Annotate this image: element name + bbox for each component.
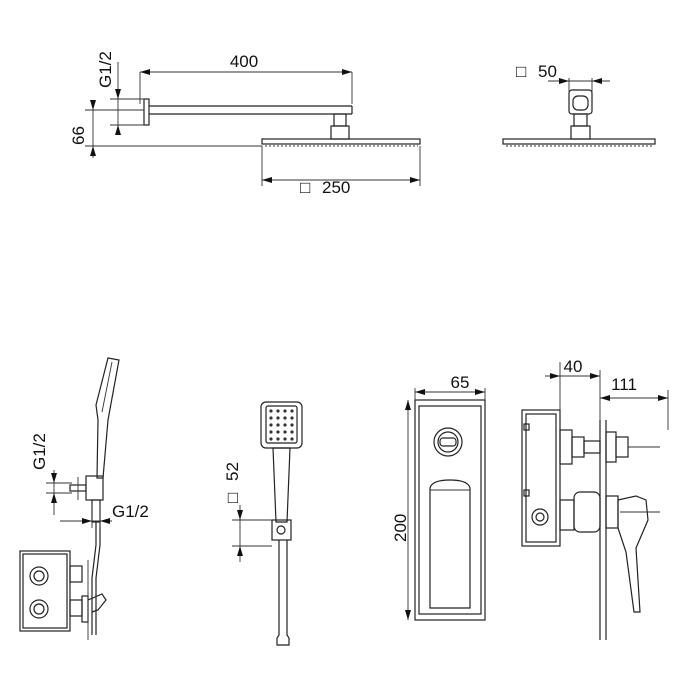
shower-head-plate (261, 138, 421, 145)
hand-shower-grip (272, 447, 291, 523)
spray-nozzle (276, 409, 280, 413)
spray-nozzle (269, 423, 273, 427)
valve-port-top (29, 566, 49, 586)
head-connector (333, 113, 347, 127)
spray-nozzle (269, 437, 273, 441)
dimension-handshower-head: 52 (223, 462, 242, 481)
spray-nozzle (283, 416, 287, 420)
mixer-plate-front-view: 65 200 (391, 373, 486, 621)
hand-shower-side-view: G1/2 G1/2 (19, 357, 149, 640)
spray-nozzle (283, 409, 287, 413)
dimension-inlet-thread-top: G1/2 (96, 51, 115, 88)
dimension-depth-body: 40 (564, 357, 583, 376)
cover-plate (414, 399, 486, 621)
spray-nozzle (290, 409, 294, 413)
spray-nozzle (276, 416, 280, 420)
spray-nozzle (269, 416, 273, 420)
dimension-bracket-size: 50 (538, 62, 557, 81)
spray-nozzle (283, 437, 287, 441)
hand-shower-wall-holder (271, 519, 292, 541)
overhead-shower-side-view: 400 G1/2 66 □ 250 (69, 51, 421, 197)
spray-nozzle (269, 409, 273, 413)
spray-nozzles (269, 409, 294, 441)
spray-nozzle (283, 423, 287, 427)
dimension-depth-total: 111 (611, 375, 637, 394)
dimension-handshower-head-prefix: □ (223, 493, 242, 503)
spray-nozzle (290, 416, 294, 420)
hose (276, 540, 290, 646)
mixer-lever (429, 479, 471, 609)
spray-nozzle (276, 423, 280, 427)
dimension-head-size-prefix: □ (300, 178, 310, 197)
dimension-plate-width: 65 (451, 373, 470, 392)
spray-nozzle (276, 430, 280, 434)
spray-nozzle (290, 430, 294, 434)
overhead-shower-front-view: □ 50 (502, 62, 656, 147)
dimension-hand-thread-lower: G1/2 (112, 502, 149, 521)
spray-nozzle (290, 423, 294, 427)
spray-nozzle (269, 430, 273, 434)
valve-port-bottom (29, 599, 49, 619)
spray-nozzle (290, 437, 294, 441)
dimension-head-size: 250 (322, 178, 350, 197)
dimension-arm-offset: 66 (69, 126, 88, 145)
dimension-bracket-size-prefix: □ (516, 62, 526, 81)
mixer-lever-side (617, 495, 649, 613)
spray-nozzle (276, 437, 280, 441)
hand-shower-holder (85, 475, 104, 501)
diverter-knob (433, 427, 463, 457)
hand-shower-handle (95, 357, 120, 479)
mixer-body (521, 409, 561, 547)
dimension-plate-height: 200 (391, 514, 410, 542)
valve-box (19, 550, 71, 632)
wall-flange (143, 98, 150, 126)
dimension-hand-thread-upper: G1/2 (30, 433, 49, 470)
shower-head-plate-front (502, 138, 656, 145)
spray-nozzle (283, 430, 287, 434)
hand-shower-head (260, 401, 303, 449)
mixer-side-view: 40 111 (521, 357, 669, 640)
hand-shower-front-view: □ 52 (223, 401, 303, 646)
dimension-arm-length: 400 (230, 52, 258, 71)
